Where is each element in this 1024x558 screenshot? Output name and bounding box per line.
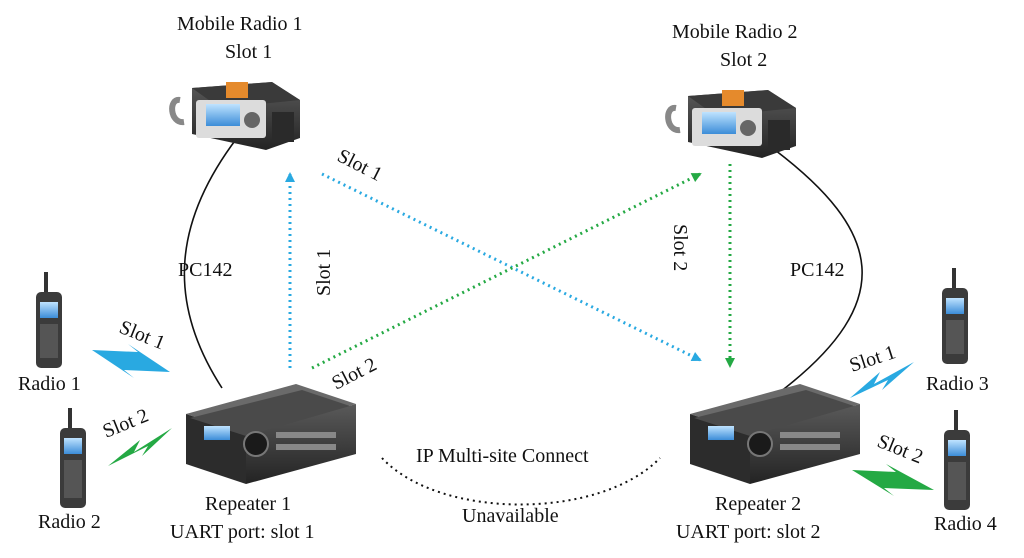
mobile-radio-2-icon bbox=[665, 90, 796, 158]
radio-1-label: Radio 1 bbox=[18, 373, 81, 395]
repeater-1-port: UART port: slot 1 bbox=[170, 521, 315, 543]
repeater-1-name: Repeater 1 bbox=[205, 493, 291, 515]
arrow-slot1-vertical-label: Slot 1 bbox=[313, 249, 335, 296]
repeater-2-icon bbox=[690, 384, 860, 484]
wireless-bolt-radio-3 bbox=[850, 362, 914, 398]
ip-connect-label: IP Multi-site Connect bbox=[416, 445, 589, 467]
repeater-1-icon bbox=[186, 384, 356, 484]
radio-4-icon bbox=[944, 410, 970, 510]
cable-mobile2-repeater2 bbox=[774, 149, 863, 393]
mobile-radio-2-slot: Slot 2 bbox=[720, 49, 767, 71]
arrow-slot2-diagonal-label: Slot 2 bbox=[328, 353, 380, 394]
ip-status-label: Unavailable bbox=[462, 505, 559, 527]
radio-3-label: Radio 3 bbox=[926, 373, 989, 395]
ip-connect-dotted-arc bbox=[381, 457, 661, 506]
mobile-radio-1-slot: Slot 1 bbox=[225, 41, 272, 63]
mobile-radio-1-icon bbox=[169, 82, 300, 150]
wireless-label-radio-3: Slot 1 bbox=[847, 341, 899, 377]
wireless-bolt-radio-2 bbox=[108, 428, 172, 466]
arrow-slot2-vertical-label: Slot 2 bbox=[669, 224, 691, 271]
repeater-2-port: UART port: slot 2 bbox=[676, 521, 821, 543]
wireless-label-radio-4: Slot 2 bbox=[874, 430, 926, 468]
radio-4-label: Radio 4 bbox=[934, 513, 997, 535]
mobile-radio-2-name: Mobile Radio 2 bbox=[672, 21, 798, 43]
radio-2-label: Radio 2 bbox=[38, 511, 101, 533]
radio-1-icon bbox=[36, 272, 62, 368]
cable-left-label: PC142 bbox=[178, 259, 232, 281]
repeater-2-name: Repeater 2 bbox=[715, 493, 801, 515]
wireless-bolt-radio-1 bbox=[92, 344, 170, 378]
wireless-label-radio-1: Slot 1 bbox=[116, 316, 168, 354]
radio-2-icon bbox=[60, 408, 86, 508]
cable-mobile1-repeater1 bbox=[183, 137, 238, 389]
wireless-bolt-radio-4 bbox=[852, 464, 934, 496]
radio-3-icon bbox=[942, 268, 968, 364]
mobile-radio-1-name: Mobile Radio 1 bbox=[177, 13, 303, 35]
arrow-slot2-diagonal bbox=[311, 172, 702, 370]
cable-right-label: PC142 bbox=[790, 259, 844, 281]
wireless-label-radio-2: Slot 2 bbox=[100, 405, 152, 443]
arrow-slot1-diagonal-label: Slot 1 bbox=[334, 145, 386, 186]
